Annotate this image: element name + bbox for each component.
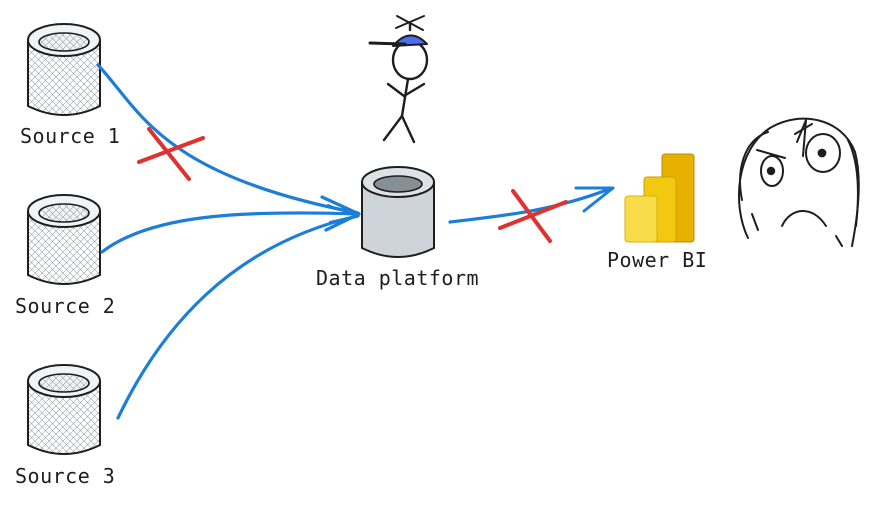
arrow-source-2-to-platform [100,211,360,254]
source-1-label: Source 1 [20,124,121,148]
broken-link-cross-icon [137,127,205,181]
stick-figure-with-propeller-cap [368,15,429,144]
power-bi-label: Power BI [607,248,708,272]
arrowhead-platform-icon [320,195,361,232]
power-bi-icon [624,153,695,243]
arrow-source-1-to-platform [96,63,360,215]
shocked-face-icon [738,117,860,247]
source-2-cylinder [27,194,101,285]
broken-link-cross-icon-2 [498,189,568,243]
data-platform-label: Data platform [316,266,480,290]
source-3-label: Source 3 [15,464,116,488]
data-platform-cylinder [361,166,435,258]
source-2-label: Source 2 [15,294,116,318]
source-3-cylinder [27,364,101,455]
source-1-cylinder [27,23,101,116]
arrow-source-3-to-platform [116,214,360,420]
